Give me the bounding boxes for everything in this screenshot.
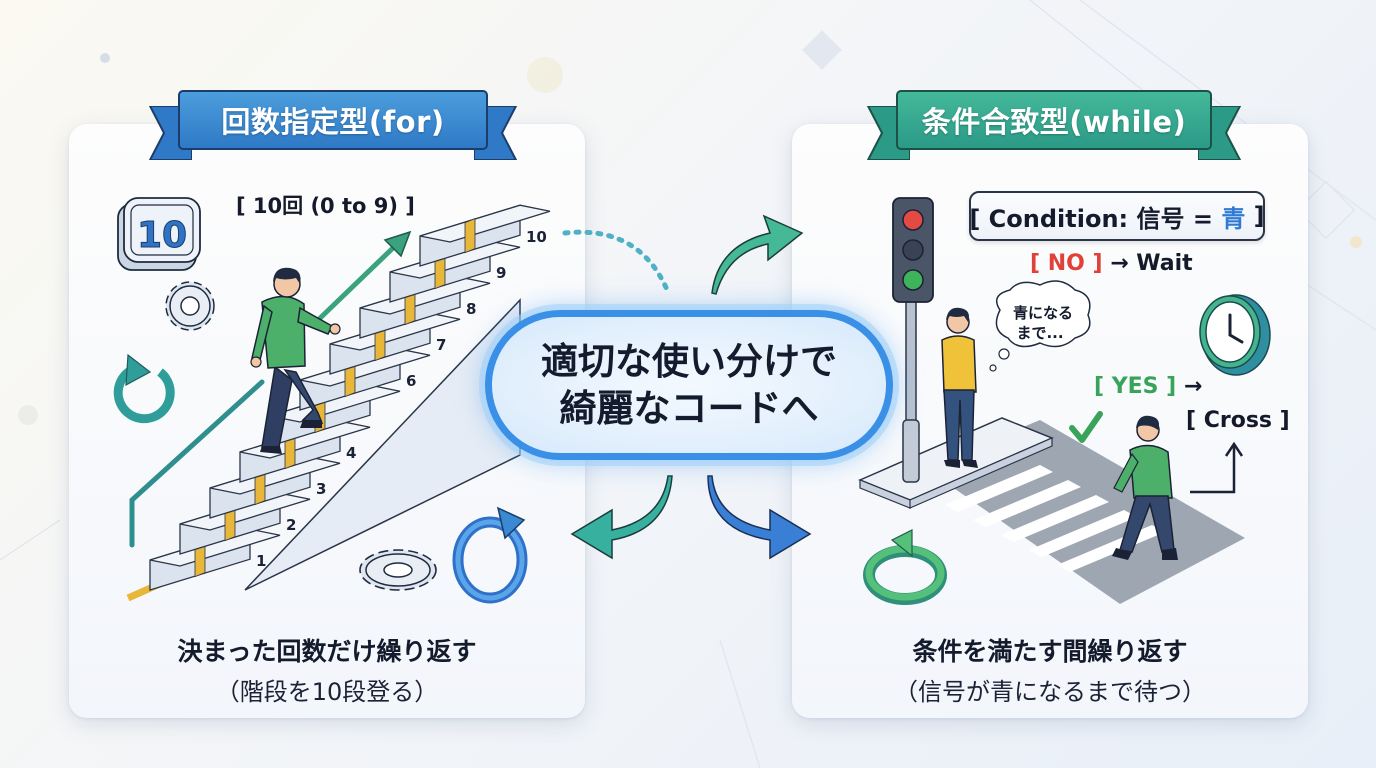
while-caption-sub: （信号が青になるまで待つ）: [894, 678, 1206, 706]
curved-arrow-down-left: [570, 475, 673, 560]
no-action: → Wait: [1110, 251, 1193, 276]
for-caption-sub: （階段を10段登る）: [215, 678, 439, 706]
condition-suffix: ]: [1245, 202, 1265, 230]
no-branch: [ NO ] → Wait: [1030, 251, 1193, 276]
for-ribbon-title: 回数指定型(for): [178, 90, 488, 150]
bg-dot: [18, 405, 38, 425]
while-caption-main: 条件を満たす間繰り返す: [912, 637, 1188, 666]
for-ribbon: 回数指定型(for): [148, 90, 518, 160]
while-ribbon-title: 条件合致型(while): [896, 90, 1212, 150]
yes-arrow: →: [1183, 374, 1203, 399]
bg-diamond: [802, 30, 842, 70]
while-ribbon: 条件合致型(while): [866, 90, 1242, 160]
for-counter-label: [ 10回 (0 to 9) ]: [236, 194, 415, 218]
condition-value: 青: [1221, 204, 1246, 233]
center-line1: 適切な使い分けで: [541, 339, 837, 383]
condition-box: [ Condition: 信号 = 青 ]: [969, 191, 1265, 241]
yes-label: [ YES ]: [1094, 374, 1177, 399]
curved-arrow-up-right: [711, 214, 804, 295]
bg-dot: [527, 57, 563, 93]
for-caption: 決まった回数だけ繰り返す （階段を10段登る）: [69, 632, 585, 707]
no-label: [ NO ]: [1030, 251, 1103, 276]
for-caption-main: 決まった回数だけ繰り返す: [177, 637, 477, 666]
bg-dot: [1350, 236, 1362, 248]
center-line2: 綺麗なコードへ: [559, 387, 819, 430]
while-caption: 条件を満たす間繰り返す （信号が青になるまで待つ）: [792, 632, 1308, 707]
center-message: 適切な使い分けで 綺麗なコードへ: [485, 310, 893, 460]
yes-branch: [ YES ] →: [1094, 374, 1202, 399]
condition-prefix: [ Condition: 信号 =: [969, 204, 1222, 233]
cross-label: [ Cross ]: [1186, 408, 1290, 433]
bg-dot: [100, 53, 110, 63]
